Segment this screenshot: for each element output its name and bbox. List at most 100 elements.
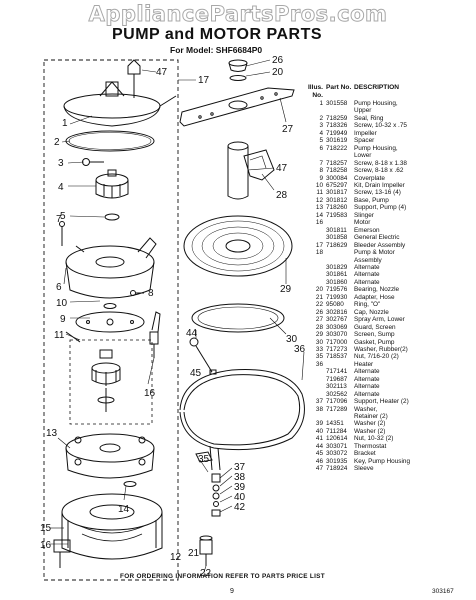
illus-number: 13	[315, 204, 323, 212]
part-description: Screw, 10-32 x .75	[354, 122, 407, 130]
part-description: Sleeve	[354, 465, 374, 473]
part-description: Alternate	[354, 375, 380, 383]
part-number: 95080	[326, 301, 344, 309]
callout-3: 3	[58, 158, 64, 169]
illus-number: 33	[315, 345, 323, 353]
callout-5: 5	[60, 211, 66, 222]
illus-number: 30	[315, 338, 323, 346]
part-number	[326, 413, 354, 420]
ordering-footer: FOR ORDERING INFORMATION REFER TO PARTS …	[120, 573, 325, 580]
callout-38: 38	[234, 472, 246, 483]
part-description: Bleeder Assembly	[354, 241, 406, 249]
part-description: Thermostat	[354, 442, 387, 450]
callout-47: 47	[276, 163, 288, 174]
part-number: 301861	[326, 271, 348, 279]
page-title: PUMP and MOTOR PARTS	[112, 26, 323, 43]
part-number: 303072	[326, 450, 348, 458]
page-subtitle: For Model: SHF6684P0	[170, 45, 263, 55]
part-number: 301829	[326, 263, 348, 271]
part-number: 303069	[326, 323, 348, 331]
part-description: Alternate	[354, 278, 380, 286]
part-number: 717096	[326, 398, 348, 406]
illus-number: 17	[315, 241, 323, 249]
illus-number: 12	[315, 196, 323, 204]
lower-spray-arm-part	[179, 87, 295, 127]
part-description: Cap, Nozzle	[354, 308, 389, 316]
part-number: 718257	[326, 159, 348, 167]
illus-number: 1	[319, 100, 323, 107]
callout-30: 30	[286, 334, 298, 345]
callout-13: 13	[46, 428, 58, 439]
illus-number	[306, 271, 326, 278]
illus-number: 38	[315, 405, 323, 413]
part-description: Motor	[354, 219, 371, 227]
part-description: Spray Arm, Lower	[354, 316, 405, 324]
illus-number: 10	[315, 181, 323, 189]
callout-20: 20	[272, 67, 284, 78]
part-number: 719930	[326, 293, 348, 301]
illus-number	[306, 413, 326, 420]
bleeder-assembly-part	[149, 311, 161, 358]
part-description: Guard, Screen	[354, 323, 396, 331]
callout-6: 6	[56, 282, 62, 293]
bleeder-inset-outline	[69, 339, 153, 425]
callout-36: 36	[294, 344, 306, 355]
part-number	[326, 249, 354, 256]
illus-number	[306, 376, 326, 383]
nozzle-cap-part	[228, 59, 248, 81]
part-description: Ring, "O"	[354, 301, 381, 309]
parts-table-row: 301829 Alternate	[306, 264, 474, 271]
part-number: 719583	[326, 211, 348, 219]
callout-14: 14	[118, 504, 130, 515]
part-description: Upper	[354, 107, 372, 115]
part-number: 303071	[326, 442, 348, 450]
part-number: 302767	[326, 316, 348, 324]
hose-adapter-part	[199, 535, 213, 566]
part-number: 718326	[326, 122, 348, 130]
part-number: 718629	[326, 241, 348, 249]
illus-number: 7	[319, 159, 323, 167]
part-number	[326, 152, 354, 159]
parts-table-row: Upper	[306, 107, 474, 114]
part-number: 717141	[326, 368, 348, 376]
part-number	[326, 257, 354, 264]
part-number: 718537	[326, 353, 348, 361]
part-description: Screen, Sump	[354, 331, 395, 339]
illus-number	[306, 227, 326, 234]
part-description: Impeller	[354, 129, 377, 137]
callout-35: 35	[198, 454, 210, 465]
pump-motor-assembly-outline	[43, 59, 179, 581]
drain-impeller-part	[103, 303, 117, 309]
watermark: AppliancePartsPros.com	[88, 2, 388, 27]
callout-37: 37	[234, 462, 246, 473]
illus-number: 18	[315, 249, 323, 257]
illus-number: 36	[315, 360, 323, 368]
part-number: 711284	[326, 427, 347, 435]
illus-number: 29	[315, 331, 323, 339]
part-number: 301935	[326, 457, 348, 465]
part-description: Alternate	[354, 263, 380, 271]
part-description: Spacer	[354, 137, 375, 145]
callout-7: 7	[56, 214, 62, 225]
part-description: Seal, Ring	[354, 114, 384, 122]
part-number: 301858	[326, 234, 348, 242]
illus-number: 28	[315, 323, 323, 331]
illus-number	[306, 234, 326, 241]
part-description: Washer, Rubber(2)	[354, 345, 408, 353]
